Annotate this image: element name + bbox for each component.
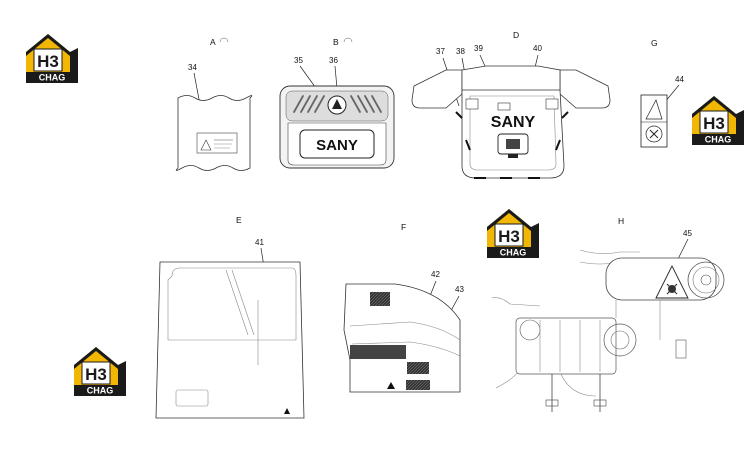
hose-upper [579,249,640,254]
section-label-b: B [333,37,339,47]
watermark-logo-1: H3 CHAG [25,33,79,84]
view-a: A 34 [175,37,253,171]
decal-38 [465,98,479,110]
watermark-top-text: H3 [703,114,725,133]
callout-36: 36 [329,56,338,65]
pulley [687,261,725,299]
watermark-bottom-text: CHAG [500,248,527,258]
callout-34: 34 [188,63,197,72]
watermark-bottom-text: CHAG [87,386,114,396]
callout-43: 43 [455,285,464,294]
warning-triangle-icon [645,99,663,120]
watermark-top-text: H3 [37,52,59,71]
frame-right-arm [559,69,611,109]
section-label-g: G [651,38,658,48]
vent-grille-2 [406,380,430,390]
watermark-bottom-text: CHAG [705,135,732,145]
decal-41 [284,408,290,414]
brand-text-d: SANY [491,114,536,131]
decal-42 [387,382,395,389]
view-e: E 41 [155,215,305,419]
decal-39 [497,102,511,111]
frame-left-arm [411,69,463,109]
callout-38: 38 [456,47,465,56]
compressor-body [605,257,717,301]
callout-35: 35 [294,56,303,65]
view-d: D 37 38 39 40 SANY [411,30,611,179]
watermark-top-text: H3 [498,227,520,246]
callout-41: 41 [255,238,264,247]
callout-44: 44 [675,75,684,84]
section-label-a: A [210,37,216,47]
brand-text: SANY [316,137,358,154]
vent-grille-1 [370,292,390,306]
callout-37: 37 [436,47,445,56]
door-handle-plate [175,389,209,407]
watermark-top-text: H3 [85,365,107,384]
grille-slots [293,95,382,113]
section-label-d: D [513,30,519,40]
view-b: B 35 36 SANY [279,37,395,169]
wiper-arm [225,269,255,336]
callout-42: 42 [431,270,440,279]
view-arrow-icon [219,37,229,43]
watermark-bottom-text: CHAG [39,73,66,83]
engine-block [515,317,617,375]
callout-39: 39 [474,44,483,53]
warning-triangle-icon [200,139,212,151]
watermark-logo-4: H3 CHAG [73,346,127,397]
door-window [167,267,297,341]
view-arrow-icon [343,37,353,43]
view-g: G 44 [640,38,684,148]
section-label-e: E [236,215,242,225]
brand-plate-36 [299,129,375,159]
section-label-h: H [618,216,624,226]
engine-hood [343,283,461,393]
view-f: F 42 43 [343,222,464,393]
callout-45: 45 [683,229,692,238]
view-h: H 45 [491,216,725,412]
warning-decal-45 [655,264,689,299]
callout-40: 40 [533,44,542,53]
vent-band [350,345,406,359]
section-label-f: F [401,222,406,232]
watermark-logo-2: H3 CHAG [691,95,745,146]
watermark-logo-3: H3 CHAG [486,208,540,259]
decal-43 [407,362,429,374]
